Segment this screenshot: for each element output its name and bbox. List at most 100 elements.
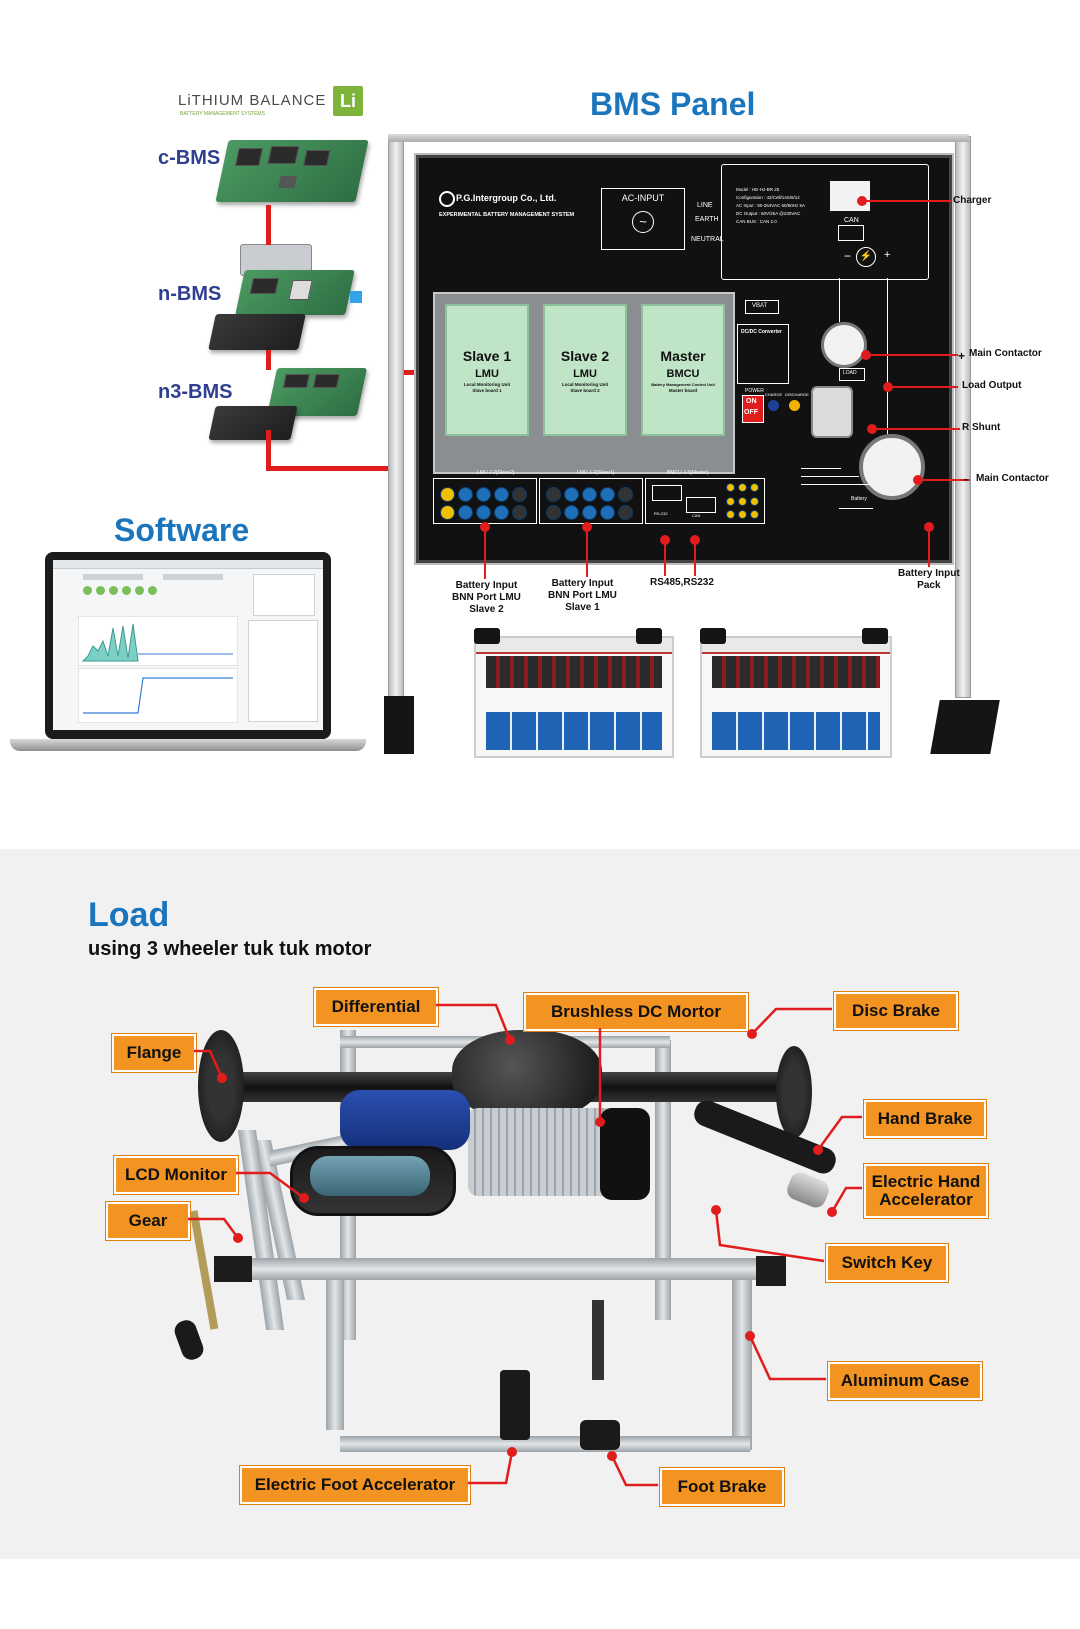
spec-line-3: AC Input : 90-264VAC 50/60Hz 5A <box>736 203 805 208</box>
battery-pack-right-handle-1 <box>700 628 726 644</box>
callout-battery-input-slave2: Battery Input BNN Port LMU Slave 2 <box>452 580 521 615</box>
load-title: Load <box>88 896 170 934</box>
main-contactor-bottom <box>859 434 925 500</box>
discharge-label: DISCHARGE <box>785 392 809 397</box>
can-port <box>686 497 716 513</box>
software-chart-top <box>78 616 238 666</box>
pg-logo-icon <box>439 191 455 207</box>
connector-strip-1 <box>433 478 537 524</box>
load-subtitle: using 3 wheeler tuk tuk motor <box>88 938 372 960</box>
discharge-indicator <box>789 400 800 411</box>
dcdc-converter: DC/DC Converter <box>737 324 789 384</box>
connector-group-3: BMCU J-3(Master) <box>667 470 709 476</box>
laptop-base <box>10 739 366 751</box>
n3-bms-label: n3-BMS <box>158 381 233 403</box>
rs232-label: RS-232 <box>654 511 668 516</box>
master-subtitle: BMCU <box>666 368 700 380</box>
spec-line-1: Model : HE-HJ-BR 25 <box>736 187 780 192</box>
master-module: Master BMCU Battery Management Control U… <box>641 304 725 436</box>
label-aluminum-case: Aluminum Case <box>828 1362 982 1400</box>
vbat-label: VBAT <box>752 303 768 309</box>
panel-title: BMS Panel <box>590 86 756 122</box>
load-output-box: LOAD <box>839 368 865 381</box>
callout-r-shunt: R Shunt <box>962 422 1001 433</box>
ac-symbol-icon: ~ <box>632 211 654 233</box>
brand-logo-badge: Li <box>333 86 363 116</box>
slave1-desc: Local Monitoring Unit <box>463 382 511 387</box>
callout-main-contactor-top: Main Contactor <box>969 348 1042 359</box>
software-title: Software <box>114 512 250 548</box>
battery-pack-left-handle-2 <box>636 628 662 644</box>
bms-link-line-3 <box>266 430 271 470</box>
label-gear: Gear <box>106 1202 190 1240</box>
ac-neutral-label: NEUTRAL <box>691 236 724 243</box>
label-switch-key: Switch Key <box>826 1244 948 1282</box>
charger-symbol-icon: ⚡ <box>856 247 876 267</box>
charger-spec-box: Model : HE-HJ-BR 25 Configuration : 42/C… <box>721 164 929 280</box>
connector-group-1: LMU J-2(Slave2) <box>477 470 515 476</box>
slave1-title: Slave 1 <box>462 348 512 364</box>
label-flange: Flange <box>112 1034 196 1072</box>
n-bms-label: n-BMS <box>158 283 222 305</box>
ac-earth-label: EARTH <box>695 216 719 223</box>
load-box-label: LOAD <box>843 370 857 376</box>
brand-logo: LiTHIUM BALANCE BATTERY MANAGEMENT SYSTE… <box>178 86 364 120</box>
rs232-port <box>652 485 682 501</box>
r-shunt <box>811 386 853 438</box>
bms-link-line-4 <box>266 466 402 471</box>
master-title: Master <box>660 348 706 364</box>
power-off-label: OFF <box>744 409 758 416</box>
spec-line-5: CAN BUS : CAN 2.0 <box>736 219 777 224</box>
battery-pack-left <box>474 636 674 758</box>
laptop-screen <box>45 552 331 739</box>
bms-link-line-1 <box>266 205 271 245</box>
main-contactor-top <box>821 322 867 368</box>
c-bms-label: c-BMS <box>158 147 221 169</box>
connector-strip-2 <box>539 478 643 524</box>
charge-label: CHARGE <box>765 392 783 397</box>
software-chart-bottom <box>78 668 238 723</box>
brand-name: LiTHIUM BALANCE <box>178 92 327 109</box>
charge-indicator <box>768 400 779 411</box>
callout-rs485-rs232: RS485,RS232 <box>650 577 714 588</box>
power-switch[interactable]: ON OFF <box>742 395 764 423</box>
label-hand-brake: Hand Brake <box>864 1100 986 1138</box>
brand-tagline: BATTERY MANAGEMENT SYSTEMS <box>180 111 265 117</box>
master-desc: Battery Management Control Unit <box>651 382 715 387</box>
slave1-module: Slave 1 LMU Local Monitoring Unit Slave … <box>445 304 529 436</box>
label-differential: Differential <box>314 988 438 1026</box>
slave2-module: Slave 2 LMU Local Monitoring Unit Slave … <box>543 304 627 436</box>
ac-input-box: AC-INPUT ~ <box>601 188 685 250</box>
callout-battery-input-pack: Battery Input Pack <box>898 568 960 591</box>
vbat-box: VBAT <box>745 300 779 314</box>
label-electric-hand-accelerator: Electric Hand Accelerator <box>864 1164 988 1218</box>
can-port-label: CAN <box>692 513 701 518</box>
ac-line-label: LINE <box>697 202 713 209</box>
master-desc2: Master board <box>668 388 698 393</box>
slave1-desc2: Slave board 1 <box>472 388 502 393</box>
spec-line-4: DC Output : 60V/25A @230VAC <box>736 211 801 216</box>
callout-battery-input-slave1: Battery Input BNN Port LMU Slave 1 <box>548 578 617 613</box>
label-disc-brake: Disc Brake <box>834 992 958 1030</box>
battery-pack-right <box>700 636 892 758</box>
connector-group-2: LMU J-2(Slave1) <box>577 470 615 476</box>
panel-system: EXPERIMENTAL BATTERY MANAGEMENT SYSTEM <box>439 212 575 218</box>
connector-strip-3: RS-232 CAN <box>645 478 765 524</box>
slave2-title: Slave 2 <box>560 348 610 364</box>
slave2-subtitle: LMU <box>573 368 597 380</box>
callout-main-contactor-bottom: Main Contactor <box>976 473 1049 484</box>
callout-load-output: Load Output <box>962 380 1022 391</box>
label-electric-foot-accelerator: Electric Foot Accelerator <box>240 1466 470 1504</box>
power-label: POWER <box>745 388 764 394</box>
battery-symbol-icon <box>839 508 873 519</box>
battery-pack-right-handle-2 <box>862 628 888 644</box>
panel-company: P.G.Intergroup Co., Ltd. <box>456 193 557 203</box>
can-label: CAN <box>844 217 859 224</box>
dcdc-label: DC/DC Converter <box>741 329 782 335</box>
brand-logo-letters: Li <box>340 91 356 111</box>
bms-link-line-2 <box>266 350 271 370</box>
ac-input-label: AC-INPUT <box>621 193 665 203</box>
label-foot-brake: Foot Brake <box>660 1468 784 1506</box>
battery-label: Battery <box>851 496 867 502</box>
